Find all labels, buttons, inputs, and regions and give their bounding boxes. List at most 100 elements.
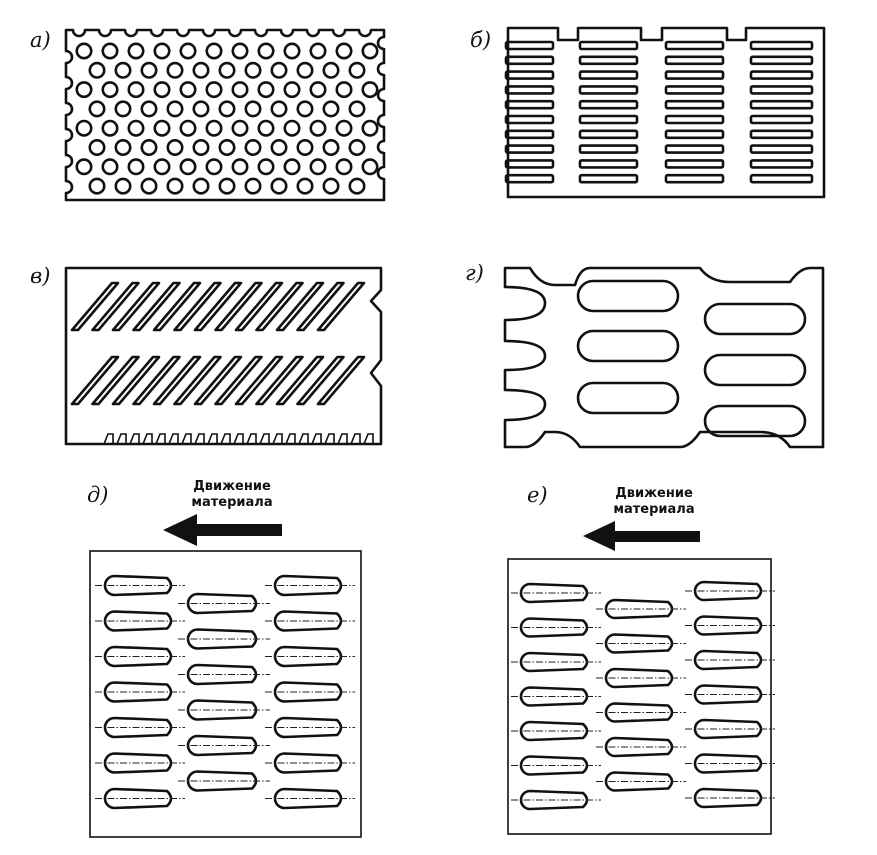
rect-slot	[664, 40, 725, 51]
round-hole	[244, 61, 262, 79]
round-hole	[361, 42, 379, 60]
panel-a-sheet-outline	[64, 28, 386, 202]
inclined-slot	[296, 355, 345, 406]
panel-e-motion-label-line2: материала	[613, 502, 694, 517]
round-hole	[88, 139, 106, 157]
saw-tooth	[155, 433, 166, 445]
saw-tooth	[311, 433, 322, 445]
rect-slot	[504, 55, 555, 66]
round-hole	[101, 158, 119, 176]
inclined-slot	[173, 355, 222, 406]
teardrop-slot	[103, 610, 173, 632]
rect-slot	[504, 129, 555, 140]
teardrop-slot	[519, 582, 589, 604]
inclined-slot	[296, 281, 345, 332]
teardrop-slot	[519, 651, 589, 673]
teardrop-slot	[273, 787, 343, 810]
rect-slot	[578, 159, 639, 169]
rect-slot	[749, 114, 814, 125]
saw-tooth	[116, 433, 127, 445]
inclined-slot	[70, 355, 120, 406]
round-hole	[283, 158, 301, 176]
teardrop-slot	[103, 645, 173, 668]
saw-tooth	[142, 433, 153, 445]
round-hole	[244, 100, 262, 118]
round-hole	[179, 158, 197, 176]
round-hole	[192, 177, 210, 195]
inclined-slot	[132, 355, 181, 406]
round-hole	[296, 177, 314, 195]
teardrop-slot	[519, 755, 589, 776]
teardrop-slot	[273, 681, 343, 703]
rect-slot	[578, 55, 639, 66]
round-hole	[127, 42, 145, 60]
teardrop-slot	[273, 610, 343, 632]
teardrop-slot	[519, 686, 589, 707]
inclined-slot	[132, 281, 181, 332]
inclined-slot	[152, 281, 202, 332]
round-hole	[179, 81, 197, 99]
rect-slot	[664, 85, 725, 95]
round-hole	[348, 177, 366, 195]
rect-slot	[664, 173, 725, 184]
panel-b-rectangular-slot-sheet	[504, 26, 826, 199]
round-hole	[101, 42, 119, 60]
round-hole	[361, 81, 379, 99]
round-hole	[153, 42, 171, 60]
oblong-slot	[703, 353, 807, 387]
round-hole	[166, 100, 184, 118]
round-hole	[335, 81, 353, 99]
round-hole	[179, 119, 197, 137]
round-hole	[348, 61, 366, 79]
oblong-slot	[703, 404, 807, 438]
round-hole	[114, 139, 132, 157]
rect-slot	[749, 173, 814, 184]
round-hole	[218, 177, 236, 195]
panel-d-slots	[95, 574, 355, 810]
rect-slot	[664, 114, 725, 125]
saw-tooth	[337, 433, 348, 445]
inclined-slot	[234, 281, 284, 332]
panel-g-slots	[576, 279, 807, 438]
inclined-slot	[275, 355, 325, 406]
round-hole	[309, 81, 327, 99]
round-hole	[140, 177, 158, 195]
rect-slot	[504, 144, 555, 154]
round-hole	[257, 81, 275, 99]
round-hole	[231, 119, 249, 137]
panel-a-round-hole-sheet	[64, 28, 386, 202]
round-hole	[166, 177, 184, 195]
inclined-slot	[70, 281, 120, 332]
saw-tooth	[181, 433, 192, 445]
teardrop-slot	[693, 649, 763, 671]
round-hole	[114, 61, 132, 79]
rect-slot	[664, 144, 725, 154]
teardrop-slot	[519, 720, 589, 742]
round-hole	[309, 158, 327, 176]
teardrop-slot	[604, 702, 674, 723]
round-hole	[283, 81, 301, 99]
rect-slot	[664, 159, 725, 169]
round-hole	[114, 100, 132, 118]
rect-slot	[749, 55, 814, 66]
round-hole	[101, 119, 119, 137]
round-hole	[309, 119, 327, 137]
rect-slot	[504, 85, 555, 95]
saw-tooth	[298, 433, 309, 445]
round-hole	[205, 158, 223, 176]
rect-slot	[578, 144, 639, 154]
rect-slot	[749, 159, 814, 169]
inclined-slot	[316, 355, 366, 406]
inclined-slot	[91, 355, 140, 406]
round-hole	[335, 158, 353, 176]
teardrop-slot	[604, 598, 674, 620]
panel-d-teardrop-sheet: Движение материала	[89, 479, 362, 838]
round-hole	[140, 100, 158, 118]
round-hole	[205, 119, 223, 137]
saw-tooth	[233, 433, 244, 445]
inclined-slot	[173, 281, 222, 332]
round-hole	[192, 100, 210, 118]
panel-a-holes	[75, 42, 379, 195]
round-hole	[257, 158, 275, 176]
inclined-slot	[214, 355, 263, 406]
